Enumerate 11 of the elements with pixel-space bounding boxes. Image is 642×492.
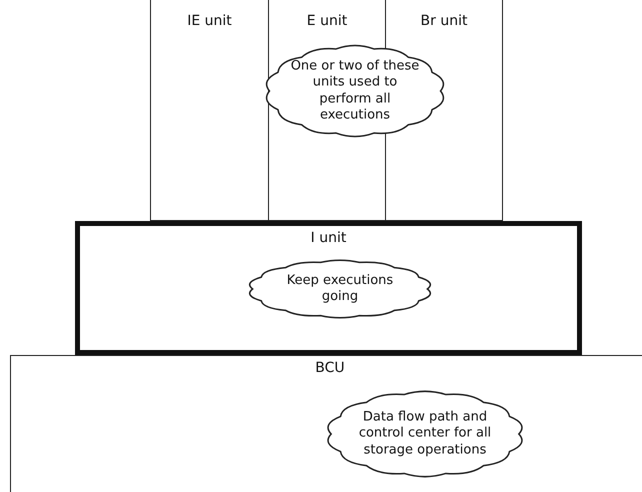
unit-box xyxy=(75,221,582,355)
unit-label: E unit xyxy=(306,13,348,29)
unit-label: I unit xyxy=(310,230,346,246)
callout-text: Data flow path and control center for all storage operations xyxy=(358,410,492,458)
unit-box xyxy=(10,355,642,492)
unit-label: Br unit xyxy=(420,13,468,29)
callout-text: One or two of these units used to perform all executions xyxy=(290,58,420,124)
unit-box xyxy=(150,0,269,221)
unit-label: BCU xyxy=(315,360,345,376)
callout-text: Keep executions going xyxy=(286,272,394,306)
unit-label: IE unit xyxy=(187,13,232,29)
